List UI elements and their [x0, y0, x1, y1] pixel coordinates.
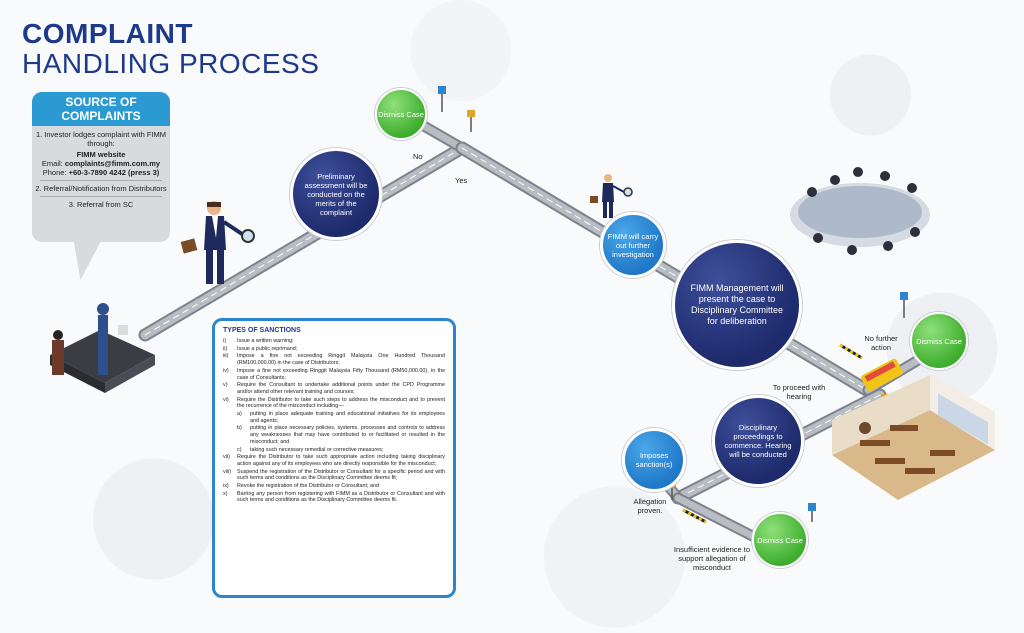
sanction-number: ii) — [223, 345, 228, 352]
bus-icon — [861, 358, 903, 392]
source-email: complaints@fimm.com.my — [64, 159, 161, 168]
page-title-line1: COMPLAINT — [22, 18, 193, 49]
source-website: FIMM website — [76, 150, 126, 159]
courtroom-illustration — [832, 375, 995, 500]
sanctions-list-2: vii) Require the Distributor to take such… — [223, 454, 445, 504]
sanction-text: Impose a fine not exceeding Ringgit Mala… — [237, 353, 445, 367]
sanction-text: putting in place adequate training and e… — [250, 411, 445, 424]
node-management: FIMM Management will present the case to… — [672, 240, 802, 370]
sanction-number: a) — [237, 411, 242, 418]
label-to-proceed: To proceed with hearing — [772, 383, 826, 401]
label-insufficient-evidence: Insufficient evidence to support allegat… — [673, 545, 751, 572]
sanction-number: c) — [237, 446, 242, 453]
sanction-item: v) Require the Consultant to undertake ad… — [223, 382, 445, 395]
investor-desk-illustration — [50, 303, 155, 393]
label-no: No — [413, 152, 423, 161]
sanction-text: Require the Distributor to take such ste… — [237, 396, 445, 410]
sanction-item: vii) Require the Distributor to take such… — [223, 454, 445, 467]
sanction-text: Revoke the registration of the Distribut… — [237, 483, 380, 490]
node-further-investigation: FIMM will carry out further investigatio… — [600, 212, 666, 278]
label-yes: Yes — [455, 176, 468, 185]
sanction-item: ix) Revoke the registration of the Distri… — [223, 483, 445, 490]
node-dismiss-case-2: Dismiss Case — [910, 312, 968, 370]
sanction-text: Issue a public reprimand; — [237, 345, 298, 352]
source-phone: +60-3-7890 4242 (press 3) — [68, 168, 160, 177]
sanction-number: ix) — [223, 483, 229, 490]
sanction-text: Require the Distributor to take such app… — [237, 454, 445, 467]
label-no-further-action: No further action — [864, 334, 898, 352]
sanction-item: vi) Require the Distributor to take such … — [223, 397, 445, 410]
sanctions-box: TYPES OF SANCTIONS i) Issue a written war… — [212, 318, 456, 598]
source-body: 1. Investor lodges complaint with FIMM t… — [35, 130, 167, 209]
node-preliminary: Preliminary assessment will be conducted… — [290, 148, 382, 240]
node-dismiss-case-1: Dismiss Case — [375, 88, 427, 140]
sanction-number: vi) — [223, 396, 229, 403]
sanction-item: b) putting in place necessary policies, s… — [237, 425, 445, 445]
sanction-item: ii) Issue a public reprimand; — [223, 346, 445, 353]
sanction-number: iv) — [223, 367, 229, 374]
sanction-item: viii) Suspend the registration of the Dis… — [223, 469, 445, 482]
source-item-2: 2. Referral/Notification from Distributo… — [35, 184, 167, 193]
node-disciplinary: Disciplinary proceedings to commence. He… — [712, 395, 804, 487]
source-item-1: 1. Investor lodges complaint with FIMM t… — [35, 130, 167, 148]
meeting-room-illustration — [790, 167, 930, 255]
sanction-text: Barring any person from registering with… — [237, 490, 445, 504]
sanctions-sublist: a) putting in place adequate training and… — [223, 411, 445, 453]
sanction-item: a) putting in place adequate training and… — [237, 411, 445, 424]
sanction-text: Impose a fine not exceeding Ringgit Mala… — [237, 367, 445, 381]
node-dismiss-case-3: Dismiss Case — [752, 512, 808, 568]
sanction-number: viii) — [223, 468, 232, 475]
sanction-item: iv) Impose a fine not exceeding Ringgit M… — [223, 368, 445, 381]
sanction-number: i) — [223, 338, 226, 344]
sanction-item: iii) Impose a fine not exceeding Ringgit … — [223, 353, 445, 366]
inspector-small-illustration — [590, 174, 633, 218]
sanction-item: c) taking such necessary remedial or corr… — [237, 447, 445, 454]
sanction-text: putting in place necessary policies, sys… — [250, 425, 445, 445]
source-item-3: 3. Referral from SC — [68, 200, 134, 209]
sanction-number: b) — [237, 425, 242, 432]
sanction-text: taking such necessary remedial or correc… — [250, 446, 384, 453]
sanction-number: iii) — [223, 353, 229, 360]
node-imposes-sanctions: Imposes sanction(s) — [622, 428, 686, 492]
source-title: SOURCE OF COMPLAINTS — [32, 92, 170, 126]
sanction-text: Issue a written warning; — [237, 338, 294, 344]
sanction-text: Suspend the registration of the Distribu… — [237, 468, 445, 482]
sanction-item: i) Issue a written warning; — [223, 338, 445, 345]
sanction-number: v) — [223, 382, 228, 389]
sanction-number: vii) — [223, 454, 230, 461]
sanction-text: Require the Consultant to undertake addi… — [237, 382, 445, 395]
barrier-icon — [682, 343, 863, 524]
page-title-line2: HANDLING PROCESS — [22, 48, 320, 79]
label-allegation-proven: Allegation proven. — [633, 497, 667, 515]
inspector-illustration — [180, 201, 255, 284]
sanctions-list: i) Issue a written warning; ii) Issue a pub… — [223, 338, 445, 410]
sanctions-title: TYPES OF SANCTIONS — [223, 327, 301, 334]
sanction-number: x) — [223, 490, 228, 497]
sanction-item: x) Barring any person from registering wi… — [223, 491, 445, 504]
